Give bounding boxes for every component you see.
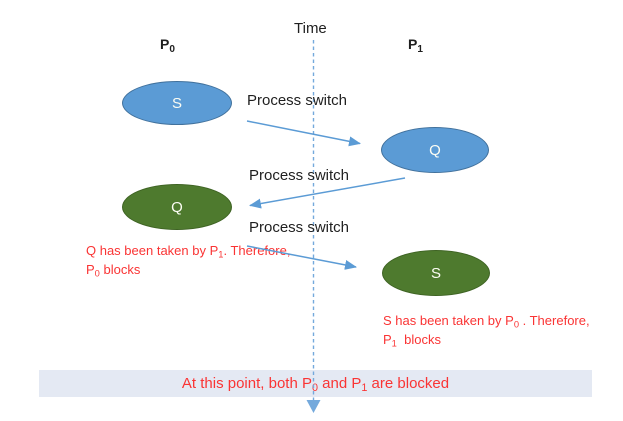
annotation-part: . Therefore, — [519, 313, 590, 328]
annotation-part: . Therefore, — [223, 243, 291, 258]
annotation-part: P — [383, 332, 392, 347]
resource-ellipse-s-requested-by-p1: S — [382, 250, 490, 296]
p0-subscript: 0 — [169, 43, 175, 55]
status-banner-text: At this point, both P0 and P1 are blocke… — [181, 375, 450, 395]
resource-ellipse-q-requested-by-p0: Q — [122, 184, 232, 230]
time-axis-label: Time — [294, 20, 327, 37]
banner-text-part: At this point, both P — [181, 375, 312, 392]
p1-subscript: 1 — [417, 43, 423, 55]
resource-ellipse-q-held-by-p1: Q — [381, 127, 489, 173]
process-switch-label-1: Process switch — [247, 92, 348, 109]
annotation-p0-blocks: Q has been taken by P1. Therefore, P0 bl… — [86, 241, 290, 279]
annotation-part: blocks — [99, 262, 141, 277]
banner-text-part: are blocked — [367, 375, 450, 392]
annotation-part: blocks — [396, 332, 441, 347]
annotation-line-2: P0 blocks — [86, 260, 290, 279]
p1-base: P — [408, 36, 418, 52]
annotation-line-2: P1 blocks — [383, 330, 590, 349]
process-switch-label-2: Process switch — [249, 167, 350, 184]
annotation-sub: 0 — [94, 268, 100, 279]
annotation-line-1: Q has been taken by P1. Therefore, — [86, 241, 290, 260]
banner-text-part: and P — [317, 375, 362, 392]
resource-ellipse-label: Q — [171, 198, 183, 216]
annotation-line-1: S has been taken by P0 . Therefore, — [383, 311, 590, 330]
annotation-part: P — [86, 262, 95, 277]
p0-base: P — [160, 36, 170, 52]
resource-ellipse-label: S — [430, 264, 441, 282]
annotation-sub: 0 — [513, 319, 520, 330]
process-p0-label: P0 — [160, 36, 175, 55]
banner-sub-1: 1 — [361, 382, 368, 395]
resource-ellipse-label: Q — [429, 141, 441, 159]
annotation-p1-blocks: S has been taken by P0 . Therefore, P1 b… — [383, 311, 590, 349]
resource-ellipse-s-held-by-p0: S — [122, 81, 232, 125]
banner-sub-0: 0 — [311, 382, 318, 395]
annotation-part: Q has been taken by P — [86, 243, 219, 258]
annotation-part: S has been taken by P — [383, 313, 514, 328]
status-banner: At this point, both P0 and P1 are blocke… — [39, 370, 592, 397]
process-switch-label-3: Process switch — [249, 219, 350, 236]
resource-ellipse-label: S — [171, 94, 182, 112]
annotation-sub: 1 — [218, 249, 224, 260]
annotation-sub: 1 — [391, 338, 397, 349]
process-p1-label: P1 — [408, 36, 423, 55]
